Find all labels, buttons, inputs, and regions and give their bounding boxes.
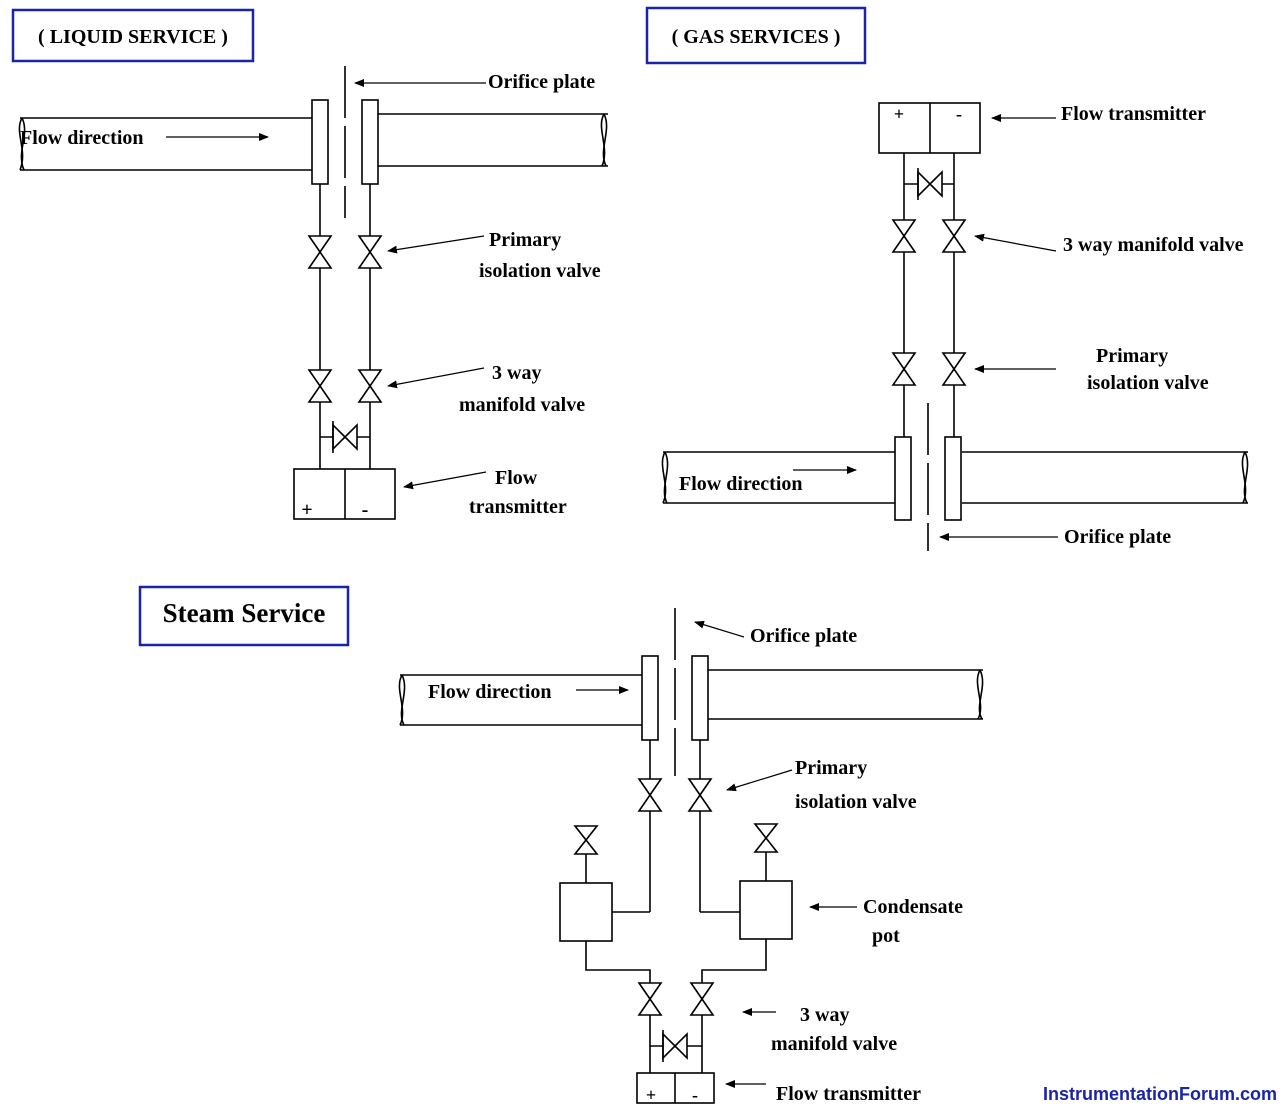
steam-manifold-label-1: 3 way bbox=[800, 1004, 849, 1026]
steam-vent-valve-right bbox=[753, 823, 779, 853]
liquid-plus-sign: + bbox=[301, 499, 312, 521]
steam-flow-label: Flow direction bbox=[428, 681, 552, 703]
gas-manifold-arrow bbox=[974, 233, 1057, 252]
liquid-primary-valve-right bbox=[357, 235, 383, 269]
steam-primary-valve-left bbox=[637, 778, 663, 812]
liquid-transmitter-label-2: transmitter bbox=[469, 496, 567, 518]
gas-title-box bbox=[645, 6, 867, 65]
gas-flange-left bbox=[894, 436, 912, 521]
liquid-primary-label-2: isolation valve bbox=[479, 260, 601, 282]
gas-manifold-valve-right bbox=[941, 219, 967, 253]
steam-primary-arrow bbox=[726, 769, 793, 792]
gas-primary-valve-left bbox=[891, 352, 917, 386]
gas-manifold-label: 3 way manifold valve bbox=[1063, 234, 1244, 256]
steam-title: Steam Service bbox=[163, 598, 326, 628]
gas-primary-label-2: isolation valve bbox=[1087, 372, 1209, 394]
gas-primary-label-1: Primary bbox=[1096, 345, 1168, 367]
gas-plus-sign: + bbox=[894, 104, 904, 124]
gas-orifice-label: Orifice plate bbox=[1064, 526, 1171, 548]
liquid-primary-valve-left bbox=[307, 235, 333, 269]
gas-service-section: ( GAS SERVICES ) + - bbox=[645, 6, 1249, 551]
steam-flange-left bbox=[641, 655, 659, 741]
liquid-title-box bbox=[11, 8, 255, 63]
steam-primary-label-2: isolation valve bbox=[795, 791, 917, 813]
gas-flow-label: Flow direction bbox=[679, 473, 803, 495]
steam-orifice-label: Orifice plate bbox=[750, 625, 857, 647]
steam-service-section: Steam Service bbox=[138, 585, 984, 1105]
steam-vent-valve-left bbox=[573, 825, 599, 855]
liquid-minus-sign: - bbox=[362, 499, 369, 521]
liquid-manifold-valve-left bbox=[307, 369, 333, 403]
liquid-manifold-arrow bbox=[387, 367, 485, 389]
liquid-primary-arrow bbox=[387, 235, 485, 254]
steam-manifold-valve-right bbox=[689, 982, 715, 1016]
liquid-transmitter-arrow bbox=[403, 471, 487, 490]
gas-primary-valve-right bbox=[941, 352, 967, 386]
gas-pipe bbox=[661, 451, 1249, 504]
steam-condensate-pot-right bbox=[739, 880, 793, 940]
steam-primary-valve-right bbox=[687, 778, 713, 812]
liquid-transmitter-label-1: Flow bbox=[495, 467, 538, 489]
gas-equalizer-valve bbox=[917, 170, 943, 198]
steam-plus-sign: + bbox=[646, 1085, 656, 1105]
steam-orifice-arrow bbox=[694, 620, 745, 638]
liquid-flange-left bbox=[311, 99, 329, 185]
liquid-flow-label: Flow direction bbox=[20, 127, 144, 149]
liquid-primary-label-1: Primary bbox=[489, 229, 561, 251]
gas-flange-right bbox=[944, 436, 962, 521]
liquid-flange-right bbox=[361, 99, 379, 185]
steam-transmitter-label: Flow transmitter bbox=[776, 1083, 921, 1105]
liquid-orifice-label: Orifice plate bbox=[488, 71, 595, 93]
steam-minus-sign: - bbox=[692, 1085, 698, 1105]
liquid-title: ( LIQUID SERVICE ) bbox=[38, 26, 228, 48]
steam-pipe bbox=[398, 669, 984, 726]
steam-condensate-label-2: pot bbox=[872, 925, 900, 947]
steam-title-box bbox=[138, 585, 350, 647]
gas-minus-sign: - bbox=[956, 104, 962, 124]
liquid-manifold-valve-right bbox=[357, 369, 383, 403]
steam-condensate-label-1: Condensate bbox=[863, 896, 963, 918]
steam-primary-label-1: Primary bbox=[795, 757, 867, 779]
steam-equalizer-valve bbox=[662, 1032, 688, 1060]
footer-site-link[interactable]: InstrumentationForum.com bbox=[1043, 1084, 1277, 1104]
steam-condensate-pot-left bbox=[559, 882, 613, 942]
steam-manifold-valve-left bbox=[637, 982, 663, 1016]
gas-title: ( GAS SERVICES ) bbox=[672, 26, 841, 48]
liquid-manifold-label-2: manifold valve bbox=[459, 394, 585, 416]
steam-manifold-label-2: manifold valve bbox=[771, 1033, 897, 1055]
liquid-equalizer-valve bbox=[332, 423, 358, 451]
liquid-manifold-label-1: 3 way bbox=[492, 362, 541, 384]
steam-flange-right bbox=[691, 655, 709, 741]
gas-transmitter-label: Flow transmitter bbox=[1061, 103, 1206, 125]
gas-manifold-valve-left bbox=[891, 219, 917, 253]
liquid-pipe bbox=[18, 113, 608, 171]
liquid-service-section: ( LIQUID SERVICE ) + bbox=[11, 8, 608, 521]
